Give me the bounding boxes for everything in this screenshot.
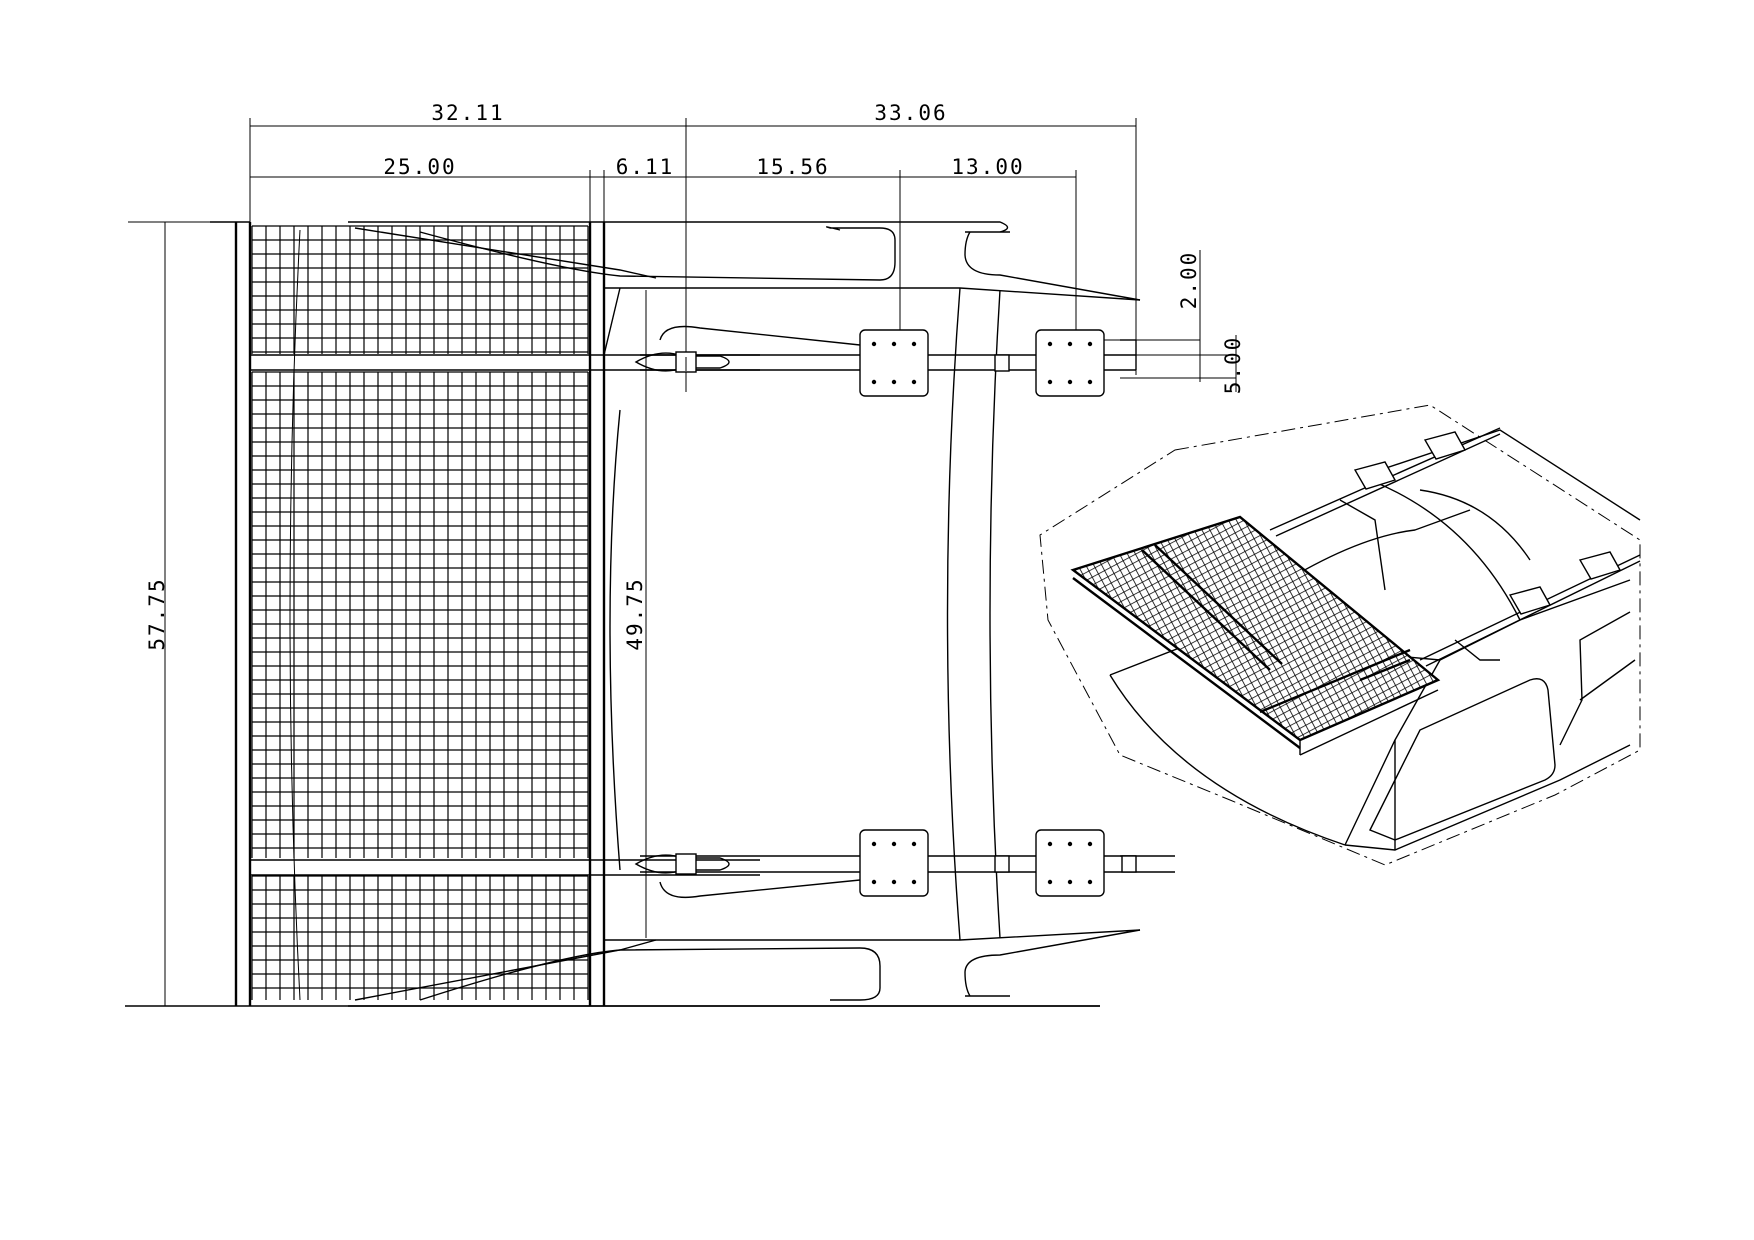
plate-bolts [871, 341, 1093, 885]
dim-overall-right: 33.06 [874, 101, 947, 125]
upper-rail-assembly [634, 325, 1137, 397]
mount-plate-upper-1 [859, 329, 929, 397]
dim-height-total: 57.75 [145, 577, 169, 650]
vehicle-outline [125, 221, 1141, 1007]
mount-plate-lower-2 [1035, 829, 1105, 897]
dim-gap: 6.11 [616, 155, 675, 179]
side-dimensions: 57.75 49.75 2.00 5.00 [128, 221, 1245, 1007]
dim-plate-spacing: 13.00 [951, 155, 1024, 179]
dim-offset-rail: 5.00 [1221, 336, 1245, 395]
mesh-panel [251, 225, 589, 1000]
isometric-inset [1039, 404, 1641, 866]
dim-mesh-width: 25.00 [383, 155, 456, 179]
dim-height-inner: 49.75 [623, 577, 647, 650]
dim-offset-small: 2.00 [1177, 251, 1201, 310]
mount-plate-upper-2 [1035, 329, 1105, 397]
mount-plate-lower-1 [859, 829, 929, 897]
top-dimensions: 32.11 33.06 25.00 6.11 15.56 13.00 [249, 101, 1137, 392]
dim-overall-left: 32.11 [431, 101, 504, 125]
lower-rail-assembly [634, 829, 1175, 899]
dim-to-plate-1: 15.56 [756, 155, 829, 179]
